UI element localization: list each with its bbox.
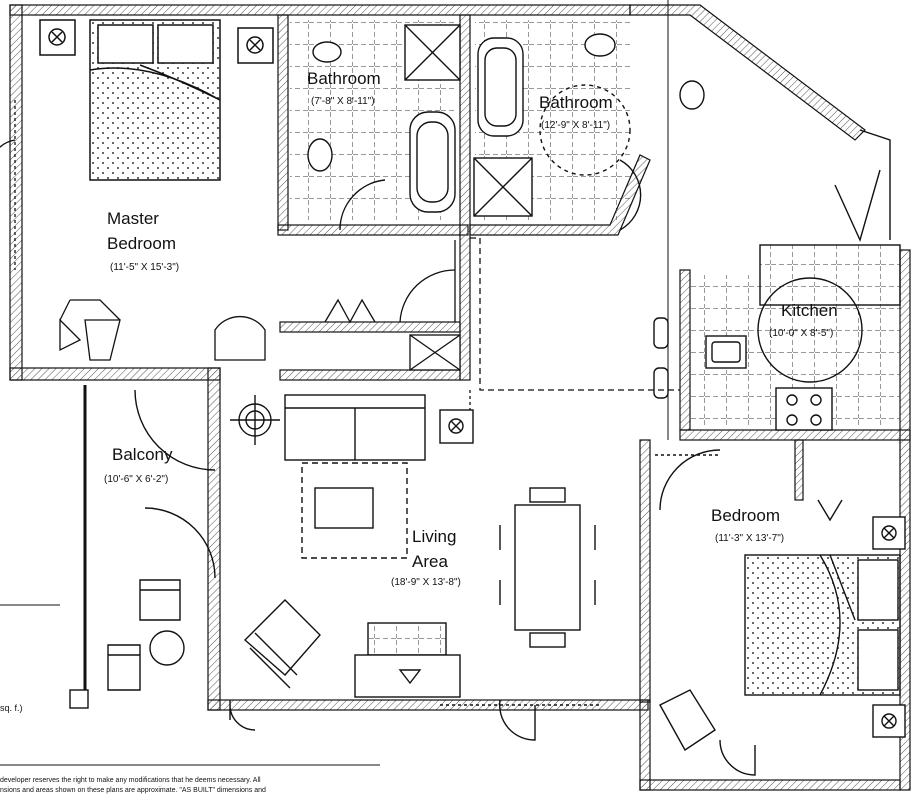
- living-area-label-1: Living: [412, 527, 456, 546]
- interior-walls: [277, 14, 804, 703]
- master-bed: [89, 19, 221, 181]
- bedroom-label: Bedroom: [711, 506, 780, 525]
- bathroom-1-label: Bathroom: [307, 69, 381, 88]
- master-bedroom-dims: (11'-5" X 15'-3"): [110, 262, 179, 273]
- living-furniture: [229, 394, 600, 741]
- balcony-furniture: [69, 385, 216, 709]
- nightstands: [39, 19, 274, 64]
- master-bedroom-label-1: Master: [107, 209, 159, 228]
- disclaimer-line-1: developer reserves the right to make any…: [0, 777, 261, 784]
- area-note: sq. f.): [0, 703, 23, 713]
- balcony-dims: (10'-6" X 6'-2"): [104, 474, 168, 485]
- bedroom-furniture: [655, 449, 906, 776]
- bathroom-1-dims: (7'-8" X 8'-11"): [311, 96, 375, 107]
- living-area-label-2: Area: [412, 552, 448, 571]
- bathroom-2-dims: (12'-9" X 8'-11"): [541, 120, 610, 131]
- master-closet-door: [0, 100, 121, 361]
- living-area-dims: (18'-9" X 13'-8"): [391, 577, 461, 588]
- kitchen-label: Kitchen: [781, 301, 838, 320]
- bedroom-dims: (11'-3" X 13'-7"): [715, 533, 784, 544]
- master-bedroom-label-2: Bedroom: [107, 234, 176, 253]
- bathroom-fixtures: [290, 20, 705, 231]
- kitchen-dims: (10'-0" X 8'-5"): [769, 328, 833, 339]
- exterior-walls: [9, 4, 911, 791]
- disclaimer-line-2: nsions and areas shown on these plans ar…: [0, 787, 266, 794]
- bathroom-2-label: Bathroom: [539, 93, 613, 112]
- kitchen-fixtures: [653, 129, 901, 431]
- balcony-label: Balcony: [112, 445, 173, 464]
- hall-doors: [214, 237, 680, 440]
